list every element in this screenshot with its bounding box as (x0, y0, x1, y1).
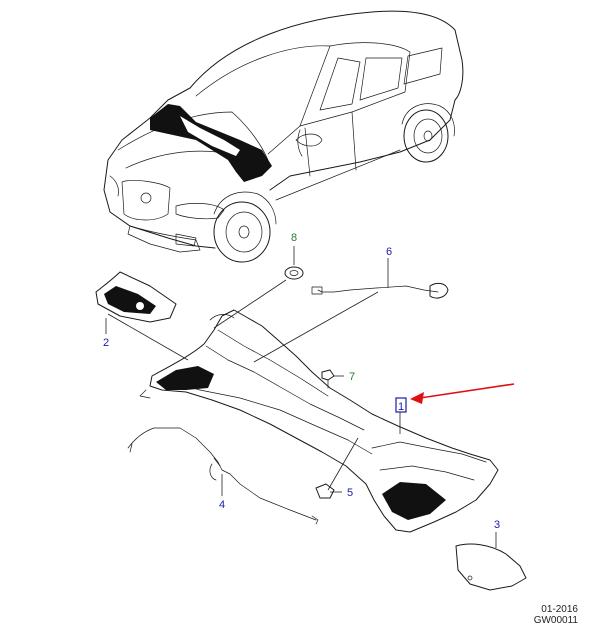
footer-date: 01-2016 (541, 604, 578, 615)
part-5-bracket (315, 483, 335, 499)
footer-code: GW00011 (533, 615, 578, 626)
highlight-arrow (410, 383, 515, 404)
leader-lines (105, 246, 497, 548)
footer: 01-2016 GW00011 (534, 604, 578, 626)
callout-2: 2 (103, 337, 109, 349)
callout-1: 1 (398, 401, 404, 413)
callout-1-box (395, 397, 407, 413)
part-3-right-cover (455, 543, 527, 591)
callout-6: 6 (386, 246, 392, 258)
part-7-clip (321, 369, 335, 389)
callout-4: 4 (219, 499, 225, 511)
callout-labels: 1 2 3 4 5 6 7 8 (103, 232, 500, 531)
part-1-cowl-panel (139, 309, 499, 533)
part-8-grommet (284, 266, 304, 280)
callout-7: 7 (349, 371, 355, 383)
callout-5: 5 (347, 487, 353, 499)
part-4-washer-tube (127, 427, 319, 525)
part-2-left-cover (95, 271, 177, 323)
vehicle-illustration (103, 10, 464, 263)
callout-8: 8 (291, 232, 297, 244)
callout-3: 3 (494, 519, 500, 531)
part-6-washer-hose (311, 282, 449, 299)
